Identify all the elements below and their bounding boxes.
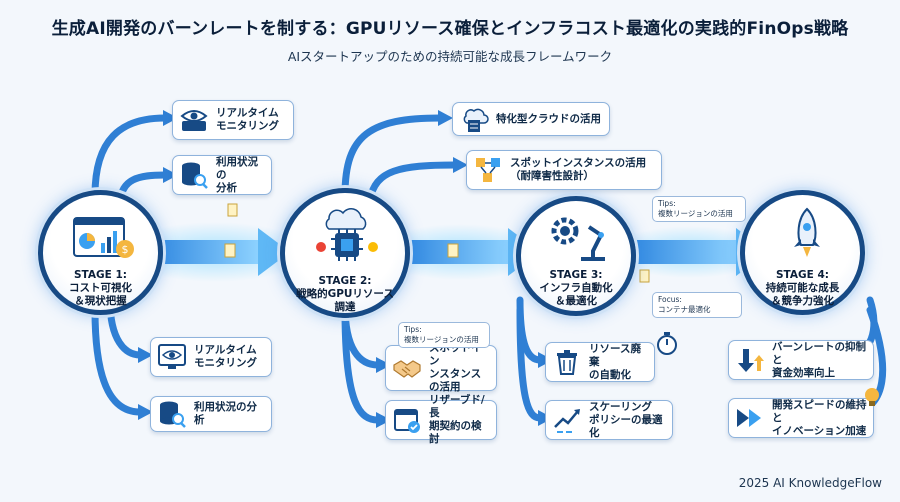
calendar-check-icon [394, 409, 420, 433]
stage-2-circle: STAGE 2: 戦略的GPUリソース 調達 [280, 188, 410, 318]
card-label-line1: 特化型クラウドの活用 [496, 112, 601, 125]
card-usage-analysis-top: 利用状況の分析 [172, 155, 272, 195]
stage-3-circle: STAGE 3: インフラ自動化 ＆最適化 [516, 196, 636, 316]
card-label-line1: スポットインスタンスの活用 [510, 157, 647, 169]
document-icon [224, 203, 650, 283]
stopwatch-icon [657, 332, 677, 355]
stage-1-title-line1: コスト可視化 [69, 282, 132, 294]
stage-3-number: STAGE 3: [549, 269, 603, 281]
card-label-line2: 資金効率向上 [772, 366, 835, 379]
eye-icon [158, 344, 186, 369]
branch-s2-bot2 [341, 306, 382, 424]
card-label-line3: の活用 [429, 381, 461, 393]
card-reserved-contract: リザーブド/長期契約の検討 [385, 394, 497, 445]
card-label-line1: 利用状況の [216, 155, 258, 181]
lightbulb-icon [865, 388, 879, 406]
card-label-line2: モニタリング [216, 120, 279, 132]
card-usage-analysis-bottom: 利用状況の分析 [150, 396, 272, 432]
stage-1-title-line2: ＆現状把握 [74, 295, 127, 307]
card-label-line2: ポリシーの最適化 [589, 413, 663, 439]
gear-robot-arm-icon [551, 217, 605, 261]
stage-4-circle: STAGE 4: 持続可能な成長 ＆競争力強化 [740, 190, 865, 315]
card-label-line1: スケーリング [589, 400, 652, 413]
cube-network-icon [476, 158, 500, 182]
card-scaling-policy: スケーリングポリシーの最適化 [545, 400, 673, 440]
dashboard-icon: $ [73, 217, 134, 258]
fast-forward-icon [737, 409, 761, 427]
card-label-line2: 分析 [216, 181, 237, 194]
database-search-icon [160, 401, 186, 428]
tip-container-focus: Focus: コンテナ最適化 [652, 292, 742, 318]
handshake-icon [393, 360, 421, 378]
stage-4-title-line1: 持続可能な成長 [765, 282, 840, 294]
main-flow-arrow-1 [150, 228, 290, 276]
card-label-line2: ンスタンス [429, 368, 482, 380]
stage-1-number: STAGE 1: [74, 269, 127, 281]
stage-2-title-line2: 調達 [334, 301, 356, 313]
branch-s1-top1 [91, 114, 169, 199]
database-search-icon [182, 162, 208, 189]
chip-icon [316, 208, 378, 261]
stage-3-title-line1: インフラ自動化 [539, 282, 613, 294]
card-innovation-speed: 開発スピードの維持とイノベーション加速 [728, 398, 874, 438]
card-label-line2: 期契約の検討 [429, 420, 482, 445]
tip-body: 複数リージョンの活用 [658, 209, 733, 218]
branch-s2-top2 [366, 161, 459, 204]
card-realtime-monitoring-bottom: リアルタイムモニタリング [150, 337, 272, 377]
stage-4-number: STAGE 4: [776, 269, 829, 281]
tip-head: Focus: [658, 295, 682, 304]
svg-text:$: $ [122, 243, 129, 256]
page-subtitle: AIスタートアップのための持続可能な成長フレームワーク [287, 49, 613, 64]
page-title: 生成AI開発のバーンレートを制する：GPUリソース確保とインフラコスト最適化の実… [51, 19, 849, 39]
stage-2-title-line1: 戦略的GPUリソース [296, 288, 394, 300]
footer-credit: 2025 AI KnowledgeFlow [738, 476, 882, 490]
card-label-line1: リザーブド/長 [429, 394, 485, 419]
card-label-line2: の自動化 [589, 368, 631, 381]
tip-multi-region-stage3: Tips: 複数リージョンの活用 [652, 196, 746, 222]
card-label-line2: イノベーション加速 [772, 424, 867, 437]
stage-4-title-line2: ＆競争力強化 [771, 295, 834, 307]
card-resource-cleanup: リソース廃棄の自動化 [545, 342, 655, 382]
tip-head: Tips: [658, 199, 676, 208]
eye-icon [180, 110, 208, 131]
card-realtime-monitoring-top: リアルタイムモニタリング [172, 100, 294, 140]
card-label-line1: 開発スピードの維持と [772, 398, 867, 424]
cloud-server-icon [463, 108, 489, 132]
stage-2-number: STAGE 2: [318, 275, 372, 287]
rocket-icon [794, 207, 820, 257]
tip-head: Tips: [404, 325, 422, 334]
card-specialized-cloud: 特化型クラウドの活用 [452, 102, 610, 136]
card-label-line2: モニタリング [194, 357, 257, 369]
card-spot-instance-fault-tolerant: スポットインスタンスの活用（耐障害性設計） [466, 150, 662, 190]
tip-multi-region-stage2: Tips: 複数リージョンの活用 [398, 322, 490, 348]
card-label-line1: リアルタイム [194, 344, 257, 356]
trend-chart-icon [554, 409, 580, 433]
tip-body: 複数リージョンの活用 [404, 335, 479, 344]
stage-3-title-line2: ＆最適化 [555, 295, 597, 307]
card-spot-instance: スポットインンスタンスの活用 [385, 342, 497, 393]
card-label-line1: 利用状況の分析 [194, 401, 257, 426]
stage-1-circle: $ STAGE 1: コスト可視化 ＆現状把握 [38, 190, 163, 315]
down-arrow-icon [738, 349, 764, 372]
branch-s3-bot2 [516, 306, 544, 422]
trash-icon [557, 350, 577, 375]
card-burnrate-control: バーンレートの抑制と資金効率向上 [728, 340, 874, 380]
card-label-line1: リソース廃棄 [589, 342, 641, 368]
card-label-line1: リアルタイム [216, 107, 279, 119]
branch-s1-bot2 [91, 306, 144, 416]
card-label-line1: バーンレートの抑制と [772, 340, 866, 366]
branch-s2-top1 [341, 114, 444, 199]
card-label-line2: （耐障害性設計） [510, 170, 594, 182]
tip-body: コンテナ最適化 [658, 305, 711, 314]
